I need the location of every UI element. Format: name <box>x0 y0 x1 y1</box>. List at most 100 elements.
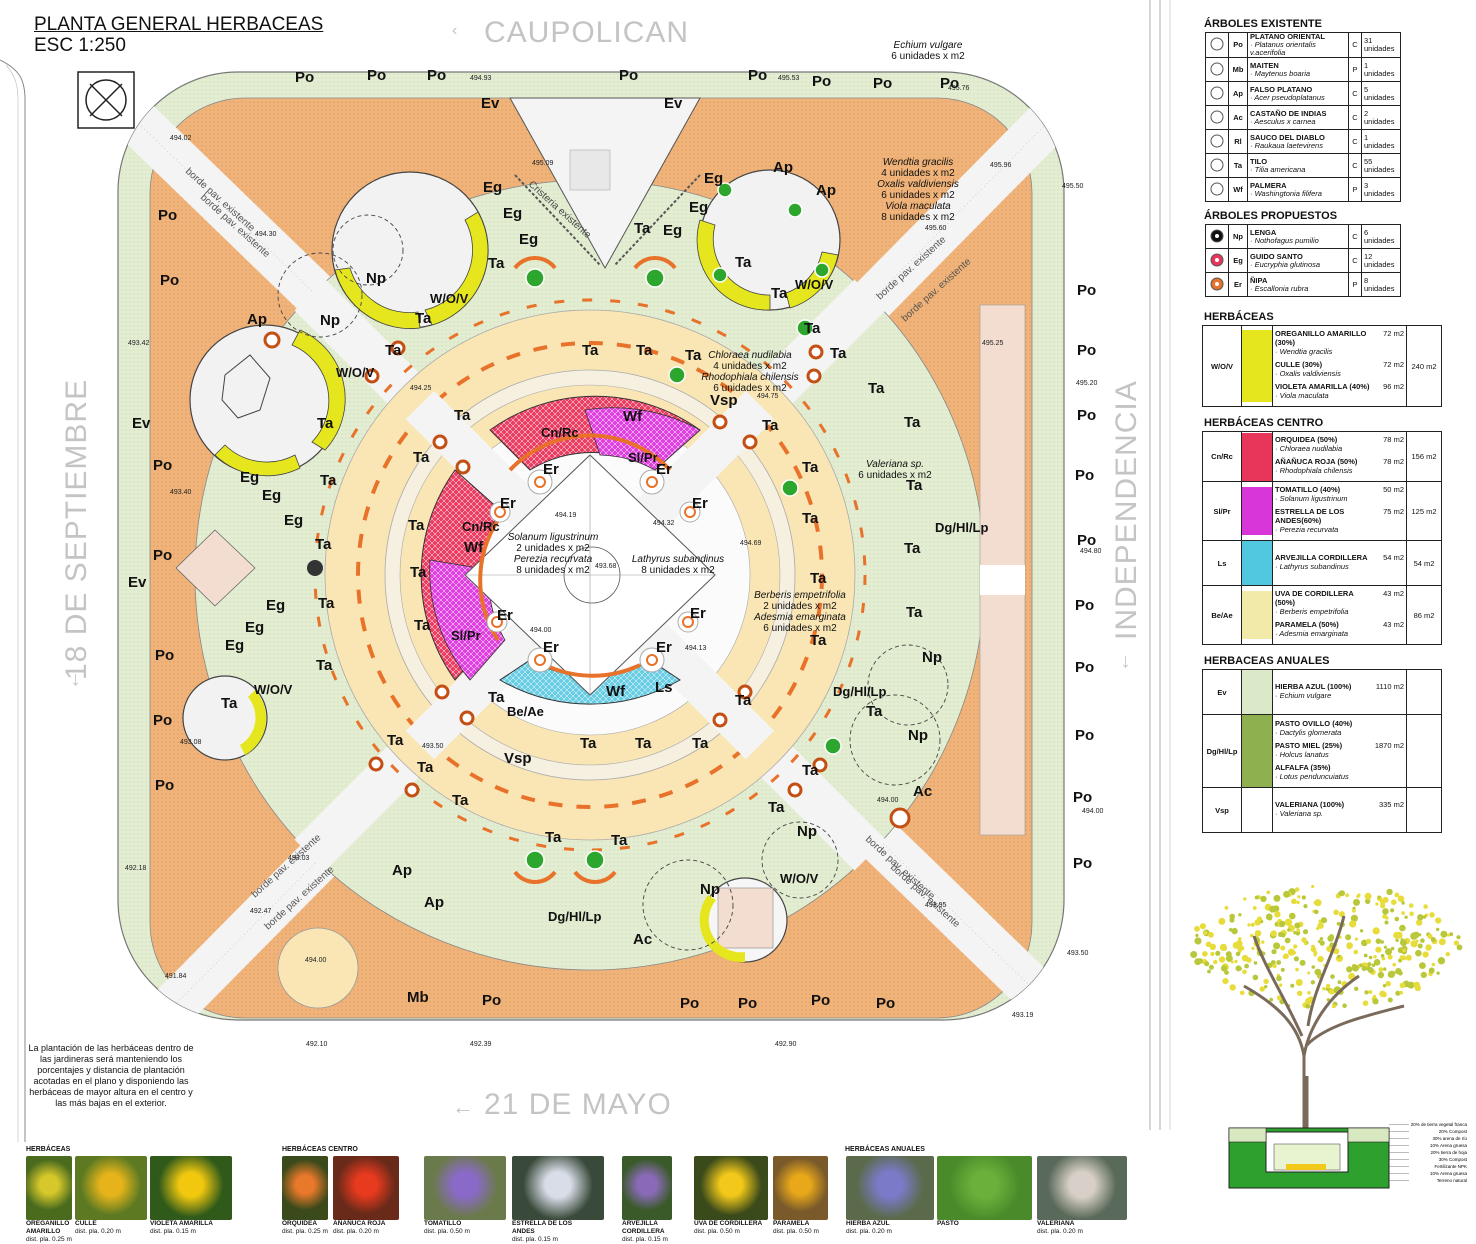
code-eg: Eg <box>663 222 682 239</box>
code-ta: Ta <box>410 564 427 581</box>
code-po: Po <box>1077 532 1096 549</box>
elevation-mark: 491.84 <box>165 973 187 980</box>
canopy-leaf <box>1316 926 1320 931</box>
tree-species: · Platanus orientalis v.acerifolia <box>1250 40 1316 57</box>
canopy-leaf <box>1345 934 1352 941</box>
tree-symbol-icon <box>1205 105 1229 130</box>
species-annotation: 6 unidades x m2 <box>881 190 955 201</box>
code-ta: Ta <box>685 347 702 364</box>
canopy-leaf <box>1382 984 1387 988</box>
plant-distance: dist. pla. 0.50 m <box>694 1228 740 1235</box>
plant-photo <box>424 1156 506 1220</box>
canopy-leaf <box>1383 967 1387 971</box>
tree-species: · Raukaua laetevirens <box>1250 140 1323 150</box>
canopy-leaf <box>1392 962 1396 967</box>
canopy-leaf <box>1409 911 1414 917</box>
code-po: Po <box>1075 727 1094 744</box>
soil-layer-label: 10% Arena gruesa <box>1430 1143 1468 1148</box>
code-ta: Ta <box>385 342 402 359</box>
herb-item: ARVEJILLA CORDILLERA· Lathyrus subandinu… <box>1275 552 1404 571</box>
code-po: Po <box>748 67 767 84</box>
tree-code: Er <box>1228 272 1248 297</box>
tree-name-cell: PALMERA· Washingtonia filifera <box>1247 177 1349 202</box>
canopy-leaf <box>1241 954 1249 962</box>
tree-species: · Escallonia rubra <box>1250 283 1309 293</box>
plant-name: HIERBA AZUL <box>846 1220 890 1227</box>
elevation-mark: 494.69 <box>740 540 762 547</box>
species-annotation: 8 unidades x m2 <box>641 565 715 576</box>
code-slpr: Sl/Pr <box>451 628 481 643</box>
canopy-leaf <box>1346 942 1353 949</box>
code-ta: Ta <box>387 732 404 749</box>
code-ta: Ta <box>221 695 238 712</box>
code-eg: Eg <box>262 487 281 504</box>
code-ta: Ta <box>810 570 827 587</box>
canopy-leaf <box>1390 970 1396 976</box>
canopy-leaf <box>1353 898 1360 906</box>
canopy-leaf <box>1447 933 1450 937</box>
tree-name: GUIDO SANTO <box>1250 251 1303 261</box>
tree-symbol-icon <box>1205 81 1229 106</box>
plant-name: PARAMELA <box>773 1220 810 1227</box>
species-annotation: Valeriana sp. <box>866 459 924 470</box>
canopy-leaf <box>1307 971 1311 975</box>
code-po: Po <box>619 67 638 84</box>
plant-name: VALERIANA <box>1037 1220 1075 1227</box>
canopy-leaf <box>1367 967 1374 973</box>
canopy-leaf <box>1396 931 1403 938</box>
canopy-leaf <box>1234 959 1238 964</box>
code-po: Po <box>155 647 174 664</box>
canopy-leaf <box>1420 938 1425 943</box>
herb-code: Ls <box>1202 540 1242 586</box>
code-ta: Ta <box>802 459 819 476</box>
canopy-leaf <box>1349 920 1357 928</box>
canopy-leaf <box>1250 922 1255 927</box>
plant-photo <box>512 1156 604 1220</box>
canopy-leaf <box>1336 921 1341 926</box>
street-east: INDEPENDENCIA <box>1110 380 1143 640</box>
legend-existing-title: ÁRBOLES EXISTENTE <box>1204 18 1322 30</box>
code-ac: Ac <box>913 783 932 800</box>
code-won: W/O/V <box>254 682 293 697</box>
code-ev: Ev <box>128 574 147 591</box>
code-ta: Ta <box>488 689 505 706</box>
code-ta: Ta <box>417 759 434 776</box>
canopy-leaf <box>1273 905 1280 912</box>
canopy-leaf <box>1408 903 1414 908</box>
street-south: 21 DE MAYO <box>484 1088 672 1121</box>
canopy-leaf <box>1391 899 1397 905</box>
bed-sl-pr-north <box>584 407 701 471</box>
soil-layer-label: 30% arena de río <box>1432 1136 1467 1141</box>
elevation-mark: 492.39 <box>470 1041 492 1048</box>
canopy-leaf <box>1419 962 1426 969</box>
tree-units: 55 unidades <box>1361 153 1401 178</box>
canopy-leaf <box>1224 970 1229 975</box>
tree-symbol-icon <box>1205 224 1229 249</box>
canopy-leaf <box>1399 982 1406 989</box>
canopy-leaf <box>1352 908 1356 913</box>
canopy-leaf <box>1317 955 1324 963</box>
herb-items: UVA DE CORDILLERA (50%)· Berberis empetr… <box>1272 585 1407 645</box>
species-annotation: 2 unidades x m2 <box>516 543 590 554</box>
canopy-leaf <box>1242 969 1247 975</box>
canopy-leaf <box>1218 956 1226 963</box>
code-ta: Ta <box>735 254 752 271</box>
elevation-mark: 494.13 <box>685 645 707 652</box>
canopy-leaf <box>1317 922 1324 929</box>
canopy-leaf <box>1390 946 1395 951</box>
canopy-leaf <box>1368 990 1373 994</box>
code-ta: Ta <box>415 310 432 327</box>
canopy-leaf <box>1293 956 1299 962</box>
code-ta: Ta <box>762 417 779 434</box>
tree-size: C <box>1348 81 1362 106</box>
tree-name: LENGA <box>1250 227 1277 237</box>
canopy-leaf <box>1208 932 1214 938</box>
code-eg: Eg <box>503 205 522 222</box>
